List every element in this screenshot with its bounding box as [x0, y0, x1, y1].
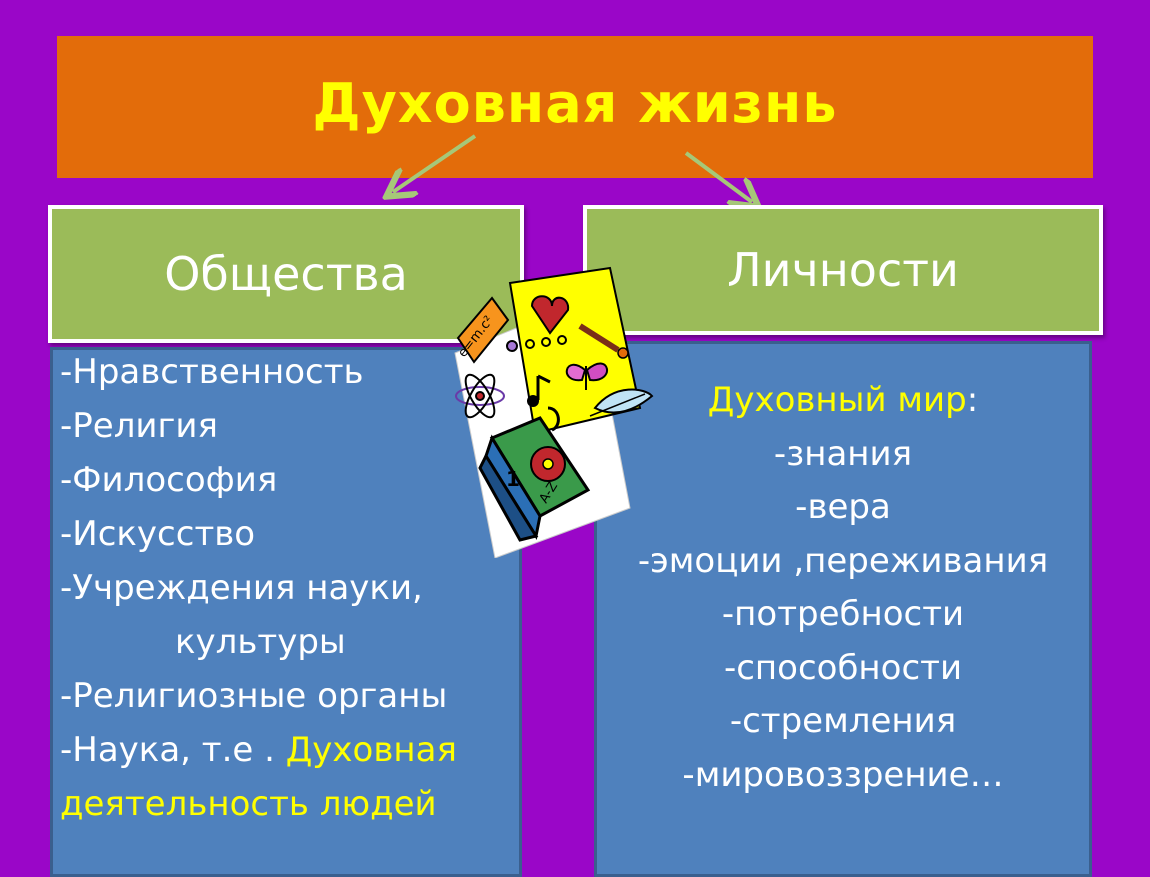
highlight-text: Духовная: [285, 730, 457, 770]
list-item: -Религиозные органы: [60, 676, 448, 716]
world-label: Духовный мир: [707, 380, 967, 420]
list-item: культуры: [175, 622, 346, 662]
last-item-prefix: -Наука, т.е .: [60, 730, 286, 770]
world-label-line: Духовный мир:: [594, 374, 1092, 428]
list-item: -Нравственность: [60, 352, 364, 392]
list-item: -эмоции ,переживания: [637, 540, 1049, 581]
society-list: -Нравственность -Религия -Философия -Иск…: [60, 345, 490, 831]
formula-card: [456, 296, 510, 364]
atom-icon: [455, 373, 505, 419]
feather-icon: [593, 388, 654, 414]
person-heading-box: Личности: [583, 205, 1103, 335]
book-number: 1: [506, 467, 520, 491]
society-heading: Общества: [164, 247, 408, 301]
title-banner: Духовная жизнь: [57, 36, 1093, 178]
world-colon: :: [966, 380, 979, 420]
list-item-last: -Наука, т.е . Духовная: [60, 723, 490, 777]
music-note-icon: [536, 374, 551, 400]
person-list: Духовный мир: -знания -вера -эмоции ,пер…: [594, 374, 1092, 802]
diagram-title: Духовная жизнь: [312, 71, 838, 135]
list-item: -способности: [723, 647, 963, 688]
person-heading: Личности: [727, 243, 959, 297]
knowledge-clipart: e=m.c² 1 A-Z: [454, 266, 654, 558]
brush-icon: [578, 323, 620, 353]
list-item: -стремления: [729, 701, 957, 741]
society-heading-box: Общества: [48, 205, 524, 343]
list-item: -Искусство: [60, 514, 256, 554]
chain-icon: [506, 335, 567, 352]
highlight-text-continued: деятельность людей: [60, 784, 437, 824]
list-item: -Философия: [60, 460, 278, 500]
list-item: -Учреждения науки,: [60, 568, 423, 608]
society-list-box: [50, 347, 522, 877]
hook-icon: [547, 406, 560, 432]
butterfly-icon: [565, 362, 608, 390]
mask-icon: [530, 295, 570, 335]
list-item: -мировоззрение…: [682, 754, 1004, 795]
list-item: -Религия: [60, 406, 218, 446]
list-item: -вера: [795, 487, 891, 527]
list-item: -потребности: [721, 594, 965, 634]
list-item: -знания: [773, 433, 913, 474]
